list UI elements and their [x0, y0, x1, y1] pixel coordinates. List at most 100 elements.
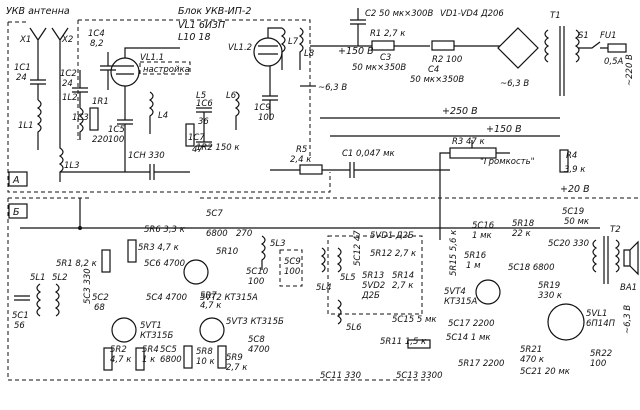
- s1-label: S1: [578, 31, 589, 41]
- ic2-value: 24: [62, 79, 73, 89]
- antenna-label: УКВ антенна: [6, 6, 70, 17]
- sl1-label: 5L1: [30, 273, 46, 283]
- vl1-2-tube: [253, 37, 283, 67]
- vhf-block-frame: [77, 19, 311, 158]
- r2-resistor: [431, 40, 455, 51]
- vl1-1-label: VL1.1: [140, 53, 164, 63]
- sr22-label: 5R22: [590, 349, 612, 359]
- vhf-block-title: Блок УКВ-ИП-2: [178, 6, 251, 17]
- r5-resistor: [299, 164, 323, 175]
- c3-value: 50 мк×350В: [352, 63, 406, 73]
- sc19-label: 5C19: [562, 207, 584, 217]
- sc14-label: 5C14 1 мк: [446, 333, 491, 343]
- t2-label: T2: [610, 225, 621, 235]
- svd1-label: 5VD1 Д2Б: [370, 231, 414, 241]
- il3-coil: [58, 60, 64, 182]
- ich-label: 1CH 330: [128, 151, 165, 161]
- sc16-value: 1 мк: [472, 231, 493, 241]
- sr7-label: 5R7: [200, 291, 217, 301]
- sc3-label: 5C3 330: [83, 268, 93, 304]
- sr12-label: 5R12 2,7 к: [370, 249, 417, 259]
- sc9-value: 100: [284, 267, 300, 277]
- sl3-can: [279, 249, 303, 287]
- il1-label: 1L1: [18, 121, 34, 131]
- sr21-label: 5R21: [520, 345, 542, 355]
- svt1-transistor: [111, 317, 137, 343]
- antenna-icon: [29, 27, 69, 60]
- sc15-label: 5C15 5 мк: [392, 315, 437, 325]
- svt2-label: 5VT2 КТ315А: [200, 293, 258, 303]
- ir1-label: 1R1: [92, 97, 109, 107]
- sr10-value: 270: [236, 229, 252, 239]
- sc1-value: 56: [14, 321, 25, 331]
- ic9-label: 1C9: [254, 103, 271, 113]
- ir2-label: 1R2 150 к: [196, 143, 240, 153]
- speaker-icon: [623, 240, 639, 276]
- t2-transformer: [592, 236, 620, 284]
- block-b-frame: [7, 197, 640, 381]
- sr9-value: 2,7 к: [226, 363, 248, 373]
- rail-20: +20 В: [560, 184, 590, 195]
- sr1-resistor: [101, 249, 111, 273]
- ic9-value: 100: [258, 113, 274, 123]
- sl6-coil: [336, 299, 342, 325]
- sl5-coil: [336, 247, 342, 273]
- ic1-value: 24: [16, 73, 27, 83]
- svd2-label: 5VD2: [362, 281, 385, 291]
- sr19-value: 330 к: [538, 291, 563, 301]
- volume-label: "Громкость": [480, 157, 535, 167]
- sr11-label: 5R11 1,5 к: [380, 337, 427, 347]
- sr8-label: 5R8: [196, 347, 213, 357]
- fu1-value: 0,5А: [604, 57, 624, 67]
- sl2-coil: [54, 283, 60, 317]
- sr11-resistor: [407, 339, 431, 349]
- sc1-label: 5C1: [12, 311, 29, 321]
- vl1-1-tube: [110, 57, 140, 87]
- sr18-label: 5R18: [512, 219, 535, 229]
- block-b-label: Б: [13, 207, 20, 218]
- l10-label: L10 18: [178, 32, 211, 43]
- rail-220: ~220 В: [625, 54, 635, 86]
- sc12-label: 5C12 47: [353, 230, 363, 266]
- r4-value: 3,9 к: [564, 165, 586, 175]
- svl1-tube: [547, 303, 585, 341]
- sl2-label: 5L2: [52, 273, 68, 283]
- ic6-label: 1C6: [196, 99, 213, 109]
- sr14-label: 5R14: [392, 271, 414, 281]
- il1-coil: [36, 99, 42, 150]
- sc2-value: 68: [94, 303, 105, 313]
- il6-label: L6: [226, 91, 237, 101]
- svt4-label: 5VT4: [444, 287, 466, 297]
- sr13-label: 5R13: [362, 271, 384, 281]
- sc4-label: 5C4 4700: [146, 293, 187, 303]
- sc5-value: 6800: [160, 355, 182, 365]
- sr14-value: 2,7 к: [392, 281, 414, 291]
- block-a-frame: [7, 21, 331, 193]
- ir1-resistor: [89, 107, 99, 131]
- fu1-fuse: [607, 43, 627, 53]
- sc19-value: 50 мк: [564, 217, 590, 227]
- sc16-label: 5C16: [472, 221, 495, 231]
- r1-label: R1 2,7 к: [370, 29, 406, 39]
- rail-63-right: ~6,3 В: [623, 305, 633, 334]
- svl1-label: 5VL1: [586, 309, 607, 319]
- rail-250: +250 В: [442, 106, 478, 117]
- sc7-value: 6800: [206, 229, 228, 239]
- sc5-label: 5C5: [160, 345, 177, 355]
- ic6-value: 36: [198, 117, 209, 127]
- il3-label: 1L3: [64, 161, 80, 171]
- ic5-value: 100: [108, 135, 124, 145]
- il7-coil: [280, 27, 286, 70]
- rail-63-mid: ~6,3 В: [500, 79, 529, 89]
- svt4-transistor: [475, 279, 501, 305]
- sr8-resistor: [183, 345, 193, 369]
- sr4-value: 1 к: [142, 355, 156, 365]
- vd-label: VD1-VD4 Д206: [440, 9, 504, 19]
- rail-63-top: ~6,3 В: [318, 83, 347, 93]
- sc2-label: 5C2: [92, 293, 109, 303]
- svt3-transistor: [199, 317, 225, 343]
- ic7-label: 1C7: [188, 133, 205, 143]
- x2-label: X2: [61, 35, 73, 45]
- sr9-label: 5R9: [226, 353, 243, 363]
